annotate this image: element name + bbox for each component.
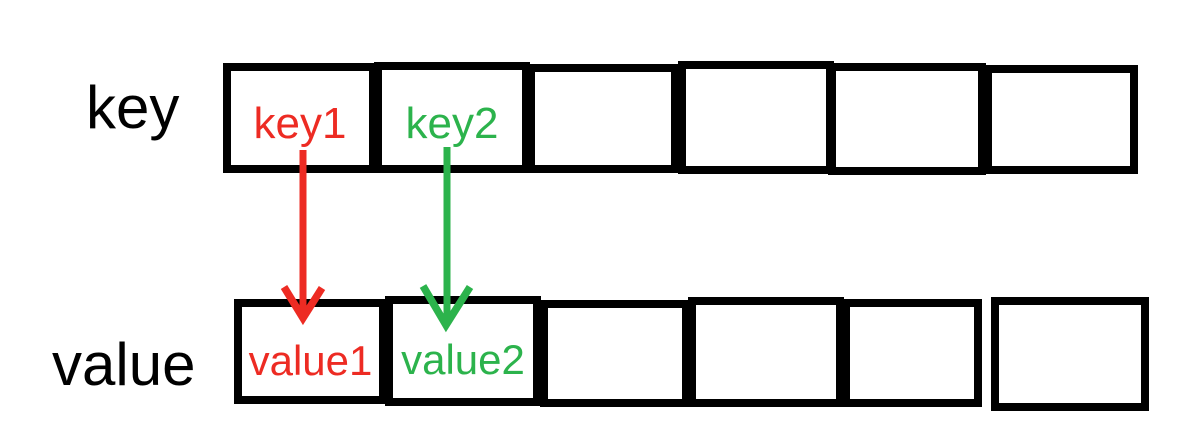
value-cell-4 <box>688 297 844 407</box>
value-cell-3 <box>540 300 690 407</box>
key-cell-1-text: key1 <box>253 99 347 148</box>
arrow-key1-to-value1 <box>280 150 326 326</box>
value-row-label: value <box>52 331 196 398</box>
value-cell-1-text: value1 <box>248 336 373 384</box>
key-cell-1: key1 <box>223 63 377 173</box>
value-cell-6 <box>991 297 1149 411</box>
key-cell-5 <box>828 63 986 175</box>
key-cell-4 <box>678 61 834 174</box>
key-cell-2-text: key2 <box>405 98 499 148</box>
value-cell-1: value1 <box>234 299 387 404</box>
key-cell-6 <box>984 65 1138 174</box>
value-cell-5 <box>842 299 982 407</box>
key-cell-2: key2 <box>374 62 530 173</box>
key-cell-3 <box>527 64 679 173</box>
key-row-label: key <box>86 74 180 141</box>
value-cell-2: value2 <box>385 296 541 406</box>
value-cell-2-text: value2 <box>401 336 525 383</box>
